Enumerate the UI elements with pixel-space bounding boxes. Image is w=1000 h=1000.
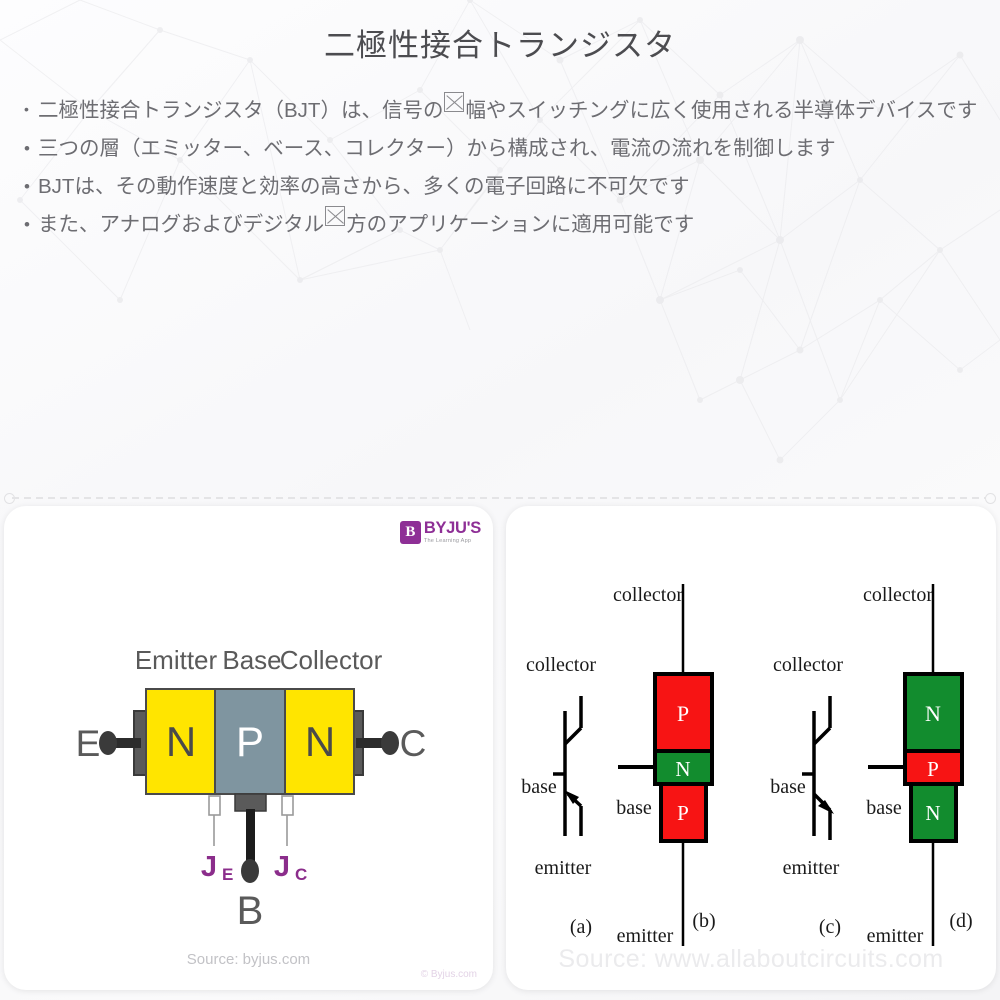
region-emitter-n	[145, 688, 216, 795]
byjus-logo: B BYJU'S The Learning App	[399, 519, 481, 544]
bullet-text-1-pre: 二極性接合トランジスタ（BJT）は、信号の	[38, 99, 444, 122]
byjus-watermark: © Byjus.com	[420, 969, 477, 980]
base-contact-pad	[234, 793, 267, 812]
emitter-lead-terminal	[99, 731, 117, 755]
page-title: 二極性接合トランジスタ	[324, 28, 676, 63]
bullet-item-1: • 二極性接合トランジスタ（BJT）は、信号の幅やスイッチングに広く使用される半…	[24, 92, 1000, 130]
panel-a-emitter-arrow	[564, 790, 579, 804]
bullet-text-4-pre: また、アナログおよびデジタル	[38, 213, 325, 236]
bullet-marker: •	[24, 215, 30, 234]
junction-label-emitter: J	[201, 851, 217, 883]
region-base-p	[214, 688, 286, 795]
junction-sub-emitter: E	[222, 865, 233, 884]
panel-d-base-label: base	[866, 797, 902, 819]
panel-d-layer-label-1: P	[927, 757, 939, 781]
byjus-tagline: The Learning App	[423, 537, 472, 544]
panel-a-caption: (a)	[570, 916, 592, 938]
panel-b-layer-label-0: P	[677, 701, 689, 726]
region-label-emitter: Emitter	[135, 645, 218, 675]
panel-c-emitter-label: emitter	[783, 857, 840, 879]
region-collector-n	[284, 688, 355, 795]
panel-d-caption: (d)	[949, 910, 972, 932]
panel-d-layer-label-2: N	[925, 801, 940, 825]
region-type-emitter: N	[166, 718, 196, 765]
panel-b-base-label: base	[616, 797, 652, 819]
right-figure-card[interactable]: collector base emitter (a) collector	[506, 506, 996, 990]
panel-b-caption: (b)	[692, 910, 715, 932]
collector-lead-terminal	[381, 731, 399, 755]
pnp-npn-figure: collector base emitter (a) collector	[521, 584, 973, 947]
panel-a-collector-label: collector	[526, 654, 596, 676]
panel-d-emitter-label: emitter	[867, 925, 924, 947]
bullet-text-2: 三つの層（エミッター、ベース、コレクター）から構成され、電流の流れを制御します	[38, 137, 836, 160]
panel-c-caption: (c)	[819, 916, 841, 938]
panel-b-pnp-structure: collector P N P base emitter (b)	[613, 584, 716, 947]
bullet-text-4-post: 方のアプリケーションに適用可能です	[346, 213, 695, 236]
panel-c-npn-symbol: collector base emitter (c)	[770, 654, 843, 938]
emitter-lead-wire	[109, 738, 141, 748]
panel-a-base-label: base	[521, 776, 557, 798]
region-label-collector: Collector	[280, 645, 383, 675]
guide-dashed-line	[12, 497, 988, 499]
bullet-marker: •	[24, 101, 29, 117]
region-type-base: P	[236, 718, 264, 765]
panel-d-layer-p-base	[903, 749, 964, 786]
collector-lead-wire	[356, 738, 388, 748]
terminal-label-base: B	[237, 889, 264, 933]
panel-b-layer-n-base	[653, 749, 714, 786]
panel-c-emitter-arrow	[818, 800, 834, 814]
panel-b-layer-label-2: P	[677, 801, 689, 825]
panel-d-layer-n-emitter	[909, 782, 958, 843]
bullet-item-2: • 三つの層（エミッター、ベース、コレクター）から構成され、電流の流れを制御しま…	[24, 130, 1000, 168]
guide-handle-right[interactable]	[985, 493, 996, 504]
panel-a-emitter-label: emitter	[535, 857, 592, 879]
terminal-label-collector: C	[400, 723, 427, 764]
panel-d-collector-label: collector	[863, 584, 933, 606]
panel-b-emitter-label: emitter	[617, 925, 674, 947]
bullet-item-4: • また、アナログおよびデジタル方のアプリケーションに適用可能です	[24, 206, 1000, 244]
terminal-label-emitter: E	[76, 723, 101, 764]
bullet-text-1-post: 幅やスイッチングに広く使用される半導体デバイスです	[465, 99, 978, 122]
emitter-junction-marker	[208, 795, 221, 816]
panel-b-layer-label-1: N	[675, 757, 690, 781]
panel-d-layer-label-0: N	[925, 701, 941, 726]
bullet-text-3: BJTは、その動作速度と効率の高さから、多くの電子回路に不可欠です	[38, 175, 690, 198]
panel-b-layer-p-emitter	[659, 782, 708, 843]
region-label-base: Base	[222, 645, 281, 675]
region-type-collector: N	[305, 718, 335, 765]
junction-sub-collector: C	[295, 865, 307, 884]
missing-glyph-box	[325, 206, 346, 226]
panel-c-collector-label: collector	[773, 654, 843, 676]
bullet-marker: •	[24, 139, 30, 158]
byjus-mark-icon: B	[399, 520, 421, 544]
base-lead-terminal	[241, 859, 259, 883]
byjus-wordmark: BYJU'S	[423, 519, 481, 537]
left-source-caption: Source: byjus.com	[186, 951, 311, 968]
npn-structure-diagram: Emitter Base Collector N P N E C	[76, 645, 427, 933]
left-figure-card[interactable]: B BYJU'S The Learning App Emitter Base C…	[4, 506, 493, 990]
bullet-list: • 二極性接合トランジスタ（BJT）は、信号の幅やスイッチングに広く使用される半…	[24, 92, 1000, 244]
base-lead-wire	[246, 809, 255, 864]
panel-d-npn-structure: collector N P N base emitter (d)	[863, 584, 973, 947]
panel-a-pnp-symbol: collector base emitter (a)	[521, 654, 596, 938]
missing-glyph-box	[444, 92, 465, 112]
alignment-guide	[4, 493, 996, 504]
junction-label-collector: J	[274, 851, 290, 883]
panel-c-base-label: base	[770, 776, 806, 798]
bullet-item-3: • BJTは、その動作速度と効率の高さから、多くの電子回路に不可欠です	[24, 168, 1000, 206]
panel-b-collector-label: collector	[613, 584, 683, 606]
bullet-marker: •	[24, 177, 30, 196]
background-mesh-decoration	[0, 0, 1000, 464]
collector-junction-marker	[281, 795, 294, 816]
